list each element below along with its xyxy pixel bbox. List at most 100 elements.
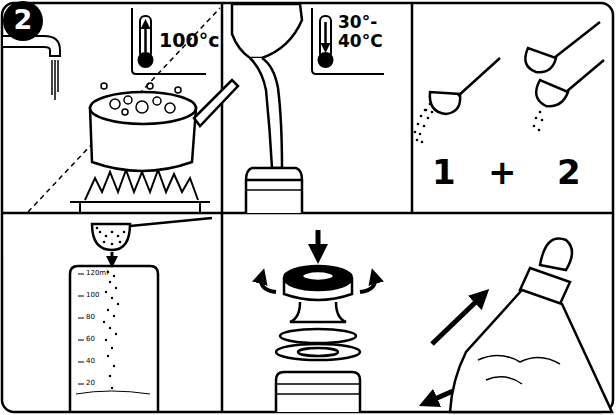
scoop-powder	[119, 241, 122, 244]
powder-dots	[414, 131, 417, 134]
scoop-over-bottle	[111, 252, 114, 262]
rotation-arrows	[261, 276, 276, 292]
powder-dots	[419, 133, 422, 136]
scoop-over-bottle	[92, 218, 212, 262]
graduation-mark: 100	[86, 291, 126, 300]
graduated-bottle	[70, 266, 158, 412]
stove-flame	[79, 202, 81, 212]
dashed-divider	[28, 8, 220, 212]
cap-assembly	[276, 230, 360, 412]
faucet	[54, 60, 56, 100]
feeding-bottle	[540, 238, 572, 270]
thermometer-warm	[312, 8, 384, 74]
graduated-bottle	[78, 296, 84, 297]
cool-panel: 30°- 40°C	[222, 0, 412, 213]
cap-assembly	[276, 383, 360, 385]
panel-frame	[411, 3, 414, 213]
falling-powder	[107, 309, 109, 311]
cap-assembly	[276, 393, 360, 395]
falling-powder	[105, 339, 107, 341]
measuring-scoop	[430, 22, 604, 114]
falling-powder	[103, 321, 105, 323]
feeding-bottle	[478, 355, 560, 364]
rotation-arrows	[360, 276, 375, 292]
thermometer-hot	[139, 53, 153, 67]
falling-powder	[117, 303, 119, 305]
panel-frame	[2, 3, 613, 412]
boiling-pot	[110, 99, 120, 109]
boil-panel: 100°c	[0, 0, 222, 213]
scoop-powder	[96, 227, 99, 230]
falling-powder	[109, 375, 111, 377]
cap-assembly	[280, 329, 356, 343]
boiling-pot	[147, 83, 153, 89]
powder-dots	[423, 125, 426, 128]
thermometer-warm	[320, 16, 331, 58]
scoop-powder	[103, 241, 106, 244]
falling-powder	[111, 297, 113, 299]
scoop-over-bottle	[92, 224, 130, 250]
graduation-mark: 20	[86, 379, 126, 388]
boiling-pot	[124, 96, 132, 104]
measuring-scoop	[566, 60, 604, 92]
measuring-scoop	[430, 92, 460, 114]
scoop-powder	[117, 235, 120, 238]
panel-frame	[2, 3, 613, 412]
boiling-pot	[90, 80, 238, 171]
powder-dots	[533, 125, 536, 128]
cap-assembly	[316, 230, 321, 254]
powder-dots	[429, 103, 432, 106]
stove-flame	[70, 170, 210, 212]
scoop-powder	[105, 235, 108, 238]
graduated-bottle	[70, 266, 158, 412]
feeding-bottle	[450, 290, 612, 412]
dashed-divider	[28, 8, 220, 212]
boiling-pot	[136, 101, 148, 113]
cap-assembly	[284, 266, 352, 290]
falling-powder	[113, 365, 115, 367]
falling-powder	[113, 315, 115, 317]
falling-powder	[111, 387, 113, 389]
graduated-bottle	[78, 274, 84, 275]
stove-flame	[70, 201, 210, 203]
powder-dots	[421, 141, 424, 144]
falling-powder	[115, 287, 117, 289]
scoop-powder	[111, 243, 114, 246]
powder-dots	[535, 117, 538, 120]
powder-dots	[424, 109, 427, 112]
scoop-panel: 1+2	[412, 0, 616, 213]
stove-flame	[85, 170, 198, 200]
graduated-bottle	[78, 318, 84, 319]
scoop-powder	[99, 231, 102, 234]
graduated-bottle	[78, 362, 84, 363]
faucet	[57, 60, 59, 92]
scoop-powder	[123, 231, 126, 234]
falling-powder	[111, 347, 113, 349]
graduation-mark: 60	[86, 335, 126, 344]
powder-dots	[416, 139, 419, 142]
boiling-pot	[175, 87, 181, 93]
falling-powder	[103, 271, 119, 389]
bottle-neck	[246, 189, 302, 191]
scoop-over-bottle	[130, 218, 212, 226]
cap-assembly	[276, 372, 360, 412]
boiling-pot	[122, 109, 128, 115]
falling-powder	[109, 281, 111, 283]
thermometer-warm	[312, 8, 384, 74]
thermometer-hot	[144, 24, 147, 52]
water-jug	[232, 4, 302, 58]
powder-dots	[541, 119, 544, 122]
powder-dots	[417, 123, 420, 126]
boiling-pot	[153, 97, 161, 105]
graduation-mark: 40	[86, 357, 126, 366]
water-jug	[250, 58, 282, 168]
temperature-label: 100°c	[159, 29, 219, 51]
graduated-bottle	[76, 391, 150, 394]
cap-assembly	[290, 302, 346, 322]
powder-dots	[425, 109, 428, 112]
falling-powder	[113, 275, 115, 277]
faucet	[2, 36, 60, 100]
powder-dots	[427, 117, 430, 120]
graduated-bottle	[78, 340, 84, 341]
